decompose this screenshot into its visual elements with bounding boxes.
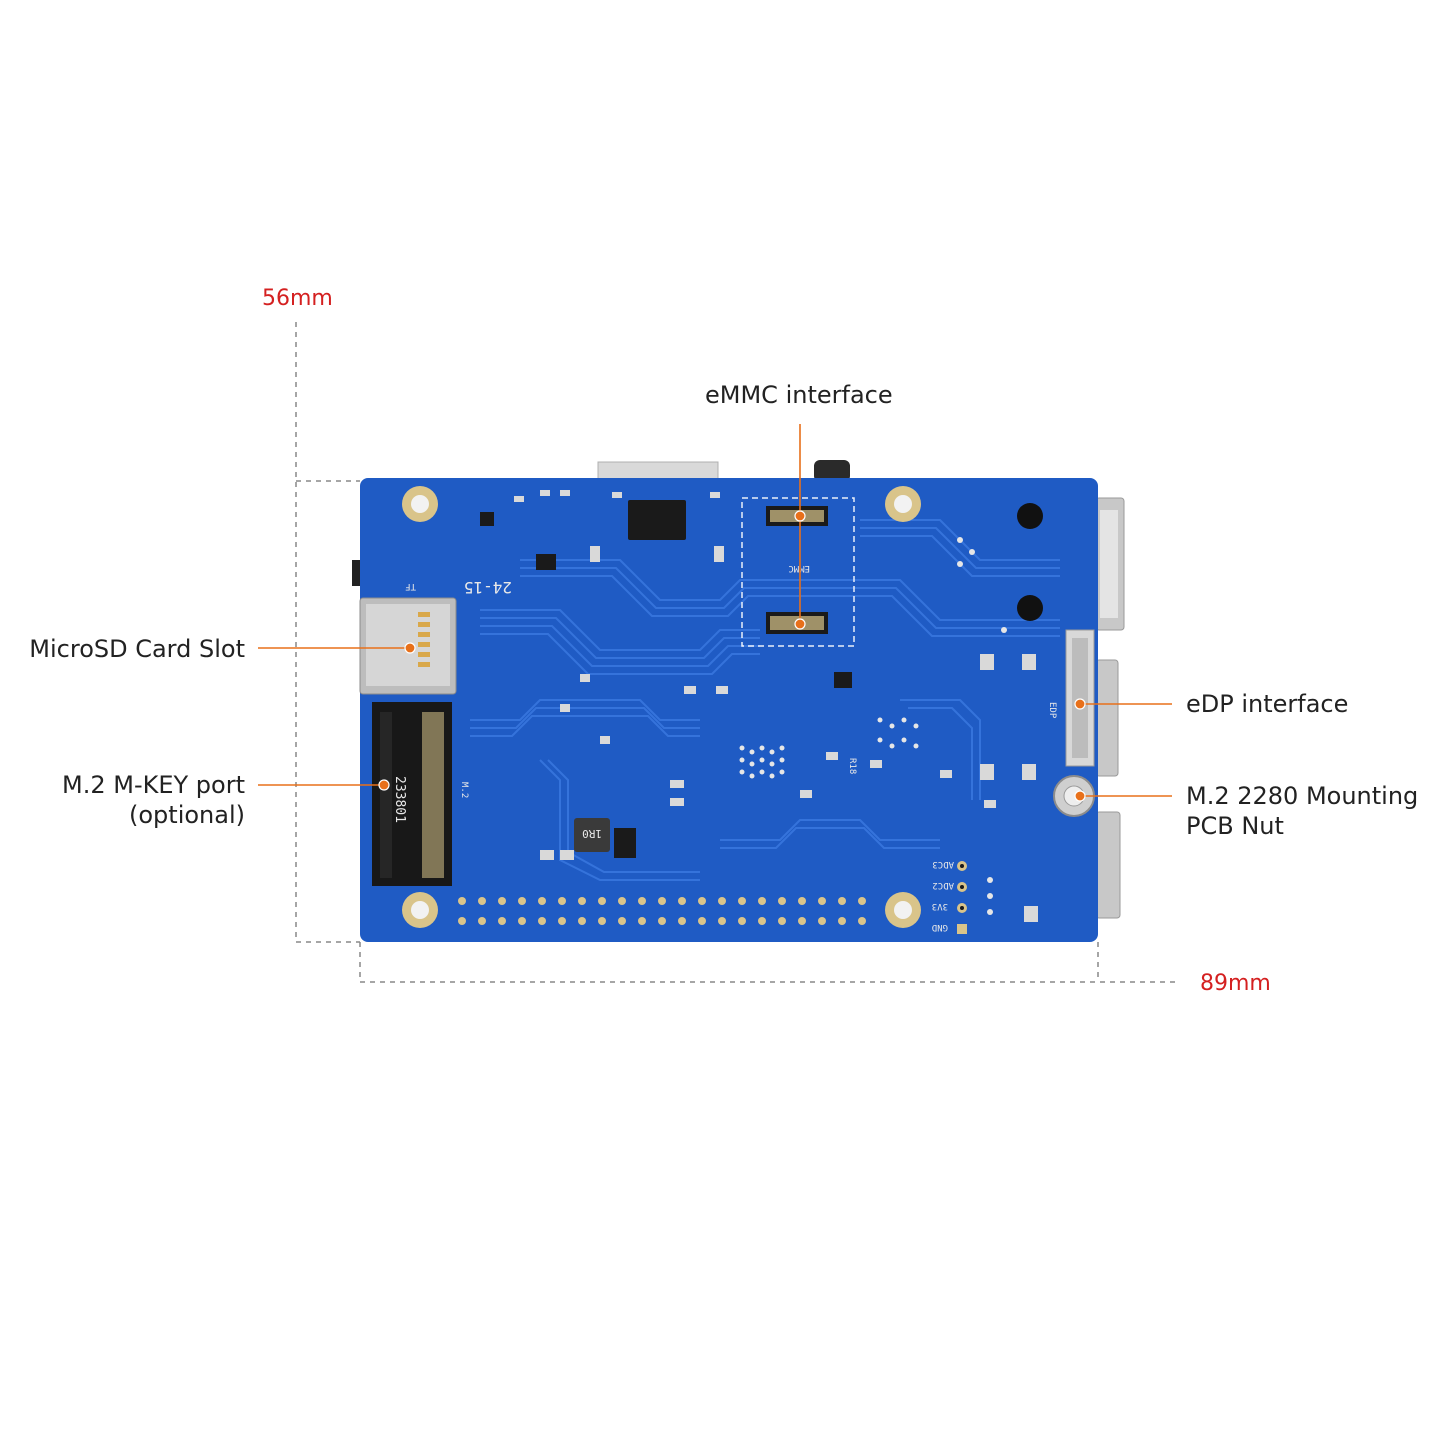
silk-edp: EDP bbox=[1047, 702, 1057, 719]
vias bbox=[739, 537, 1007, 915]
silk-date: 24-15 bbox=[464, 578, 512, 597]
silk-emmc: EMMC bbox=[788, 563, 810, 573]
silk-m2-code: 233801 bbox=[392, 776, 407, 823]
m2-connector bbox=[372, 702, 452, 886]
silk-pin-gnd: GND bbox=[932, 922, 948, 932]
silk-m2: M.2 bbox=[459, 782, 469, 798]
dimension-guides bbox=[295, 322, 1178, 983]
silk-pin-adc3: ADC3 bbox=[932, 859, 954, 869]
emmc-interface-label: eMMC interface bbox=[705, 381, 893, 409]
height-dimension-label: 56mm bbox=[262, 286, 333, 311]
silk-pin-3v3: 3V3 bbox=[932, 901, 948, 911]
silk-inductor: 1R0 bbox=[582, 827, 602, 840]
callout-dots bbox=[378, 510, 1086, 802]
small-ics bbox=[480, 500, 852, 858]
callout-lines bbox=[258, 424, 1172, 797]
pcb bbox=[360, 478, 1098, 942]
m2-mkey-port-line1: M.2 M-KEY port bbox=[62, 771, 245, 799]
mounting-holes bbox=[402, 486, 921, 928]
m2-mounting-nut-label: M.2 2280 Mounting PCB Nut bbox=[1186, 781, 1418, 841]
m2-mkey-port-line2: (optional) bbox=[129, 801, 245, 829]
emmc-area bbox=[741, 497, 855, 647]
width-dimension-label: 89mm bbox=[1200, 971, 1271, 996]
m2-mkey-port-label: M.2 M-KEY port (optional) bbox=[62, 770, 245, 830]
silk-r18: R18 bbox=[847, 758, 857, 774]
m2-mounting-nut-line1: M.2 2280 Mounting bbox=[1186, 782, 1419, 810]
silk-tf: TF bbox=[405, 581, 416, 591]
microsd-card-slot-label: MicroSD Card Slot bbox=[29, 635, 245, 663]
gpio-header bbox=[458, 897, 866, 925]
inductor bbox=[574, 818, 610, 852]
passives bbox=[514, 490, 1038, 922]
adc-pins bbox=[957, 861, 967, 934]
silk-pin-adc2: ADC2 bbox=[932, 880, 954, 890]
m2-mounting-nut-line2: PCB Nut bbox=[1186, 812, 1284, 840]
edp-connector bbox=[1065, 629, 1095, 767]
edp-interface-label: eDP interface bbox=[1186, 690, 1349, 718]
